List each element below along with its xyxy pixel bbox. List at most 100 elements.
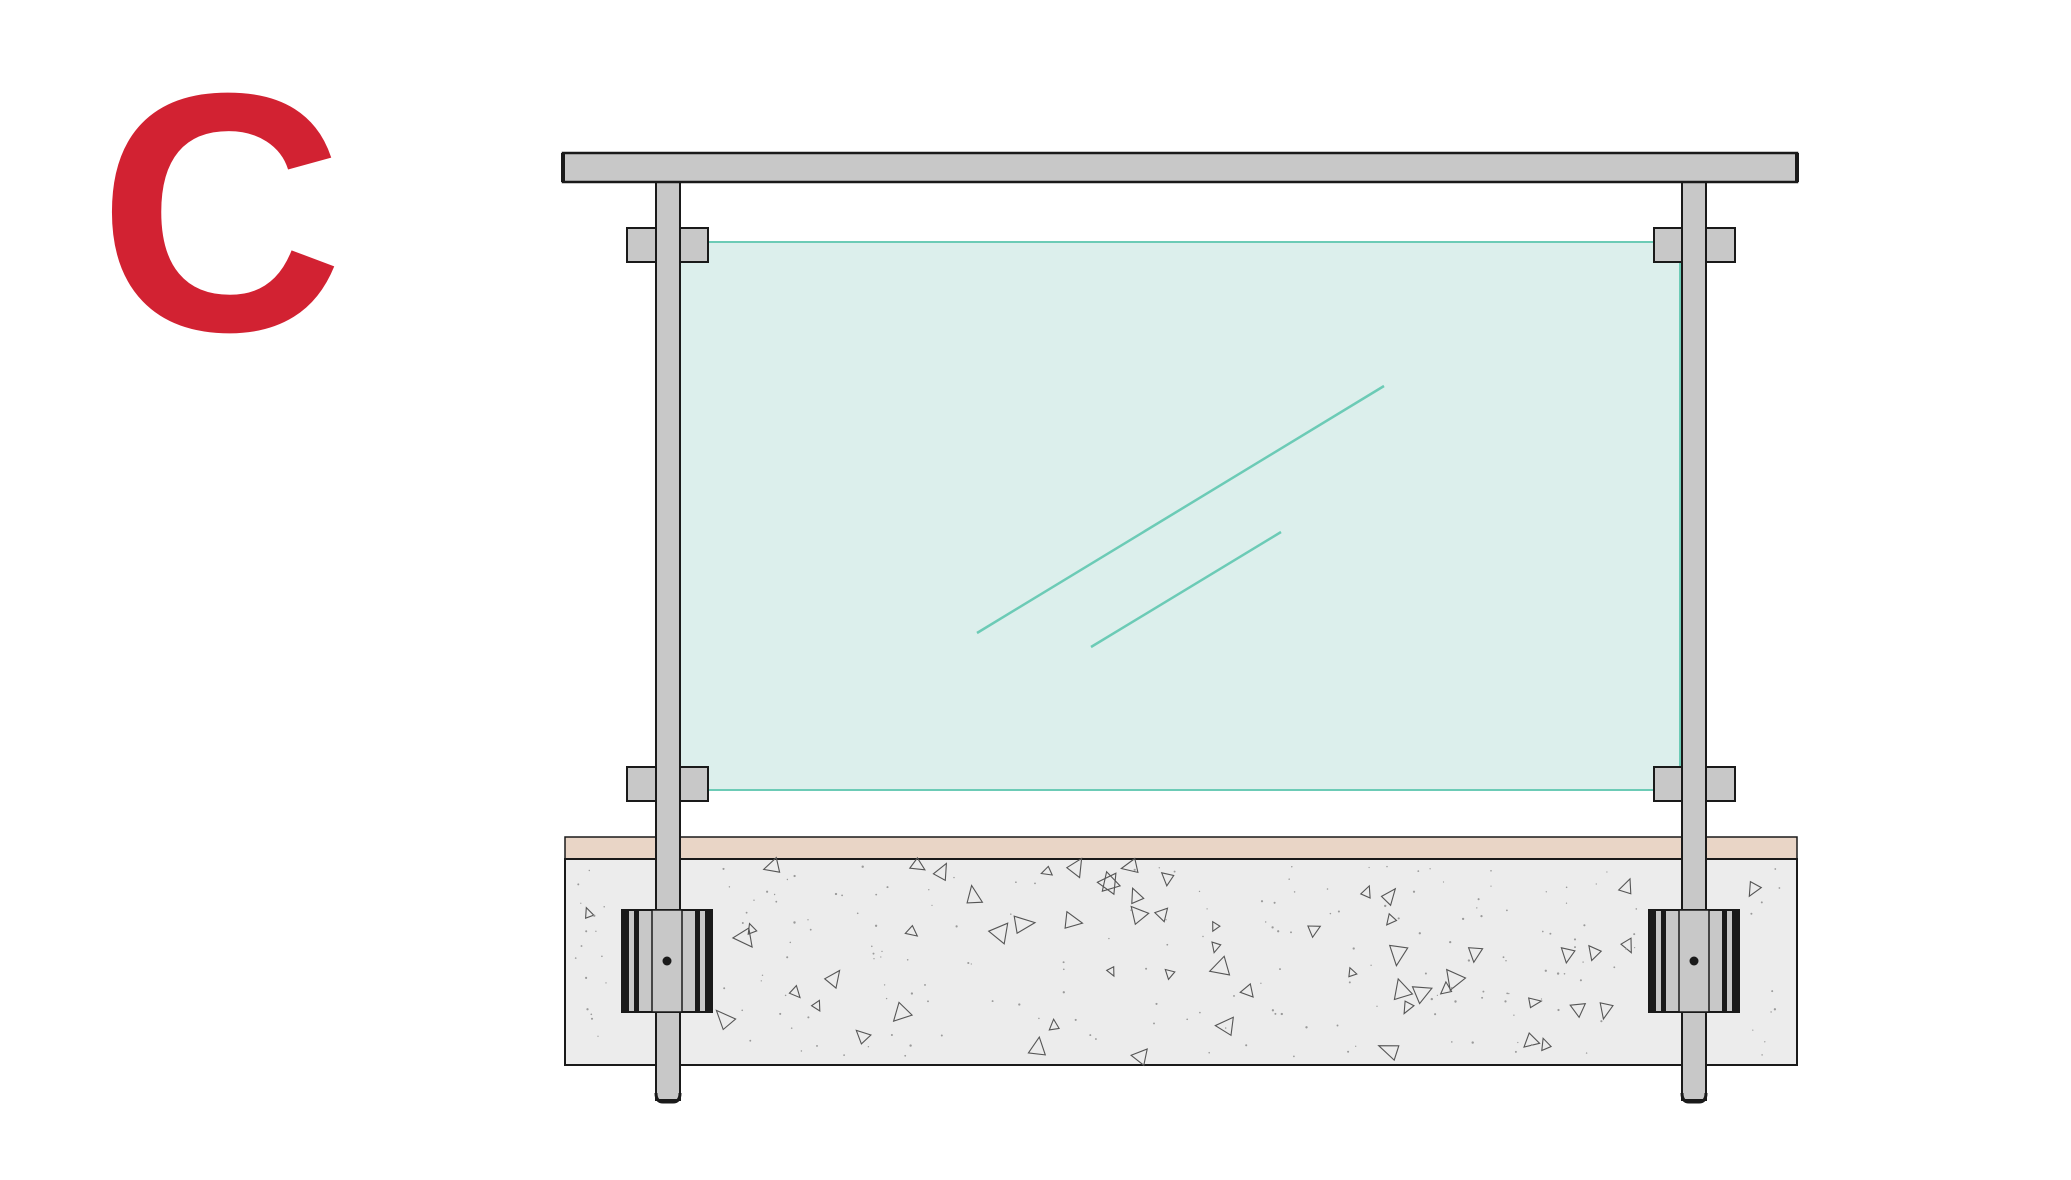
aggregate-dot — [1233, 994, 1235, 997]
glass-panel — [679, 241, 1681, 791]
aggregate-dot — [1273, 901, 1276, 904]
aggregate-dot — [1173, 870, 1176, 873]
aggregate-dot — [1449, 940, 1452, 944]
aggregate-dot — [775, 900, 778, 903]
aggregate-dot — [793, 874, 796, 878]
aggregate-dot — [1476, 907, 1478, 909]
aggregate-triangle — [731, 927, 753, 948]
floor-finish — [564, 836, 1798, 860]
aggregate-triangle — [987, 922, 1009, 945]
aggregate-dot — [741, 1009, 744, 1012]
aggregate-dot — [1625, 948, 1628, 950]
aggregate-dot — [1778, 887, 1781, 889]
aggregate-dot — [1429, 868, 1431, 870]
aggregate-triangle — [1467, 947, 1484, 964]
aggregate-dot — [1271, 1009, 1275, 1012]
aggregate-triangle — [1528, 997, 1543, 1009]
aggregate-dot — [605, 982, 607, 984]
aggregate-dot — [834, 892, 838, 896]
aggregate-dot — [595, 930, 597, 932]
aggregate-triangle — [1096, 872, 1117, 896]
aggregate-dot — [1760, 901, 1763, 904]
aggregate-dot — [955, 925, 958, 928]
aggregate-dot — [601, 955, 603, 958]
aggregate-dot — [867, 1046, 870, 1048]
aggregate-dot — [883, 984, 886, 986]
aggregate-dot — [1579, 979, 1582, 982]
handrail — [561, 151, 1799, 184]
aggregate-dot — [1613, 966, 1616, 969]
aggregate-triangle — [1212, 920, 1221, 933]
aggregate-dot — [1015, 881, 1017, 884]
aggregate-triangle — [855, 1029, 872, 1045]
aggregate-dot — [790, 1027, 793, 1029]
aggregate-dot — [1368, 866, 1370, 869]
aggregate-triangle — [1105, 965, 1115, 978]
aggregate-dot — [753, 899, 755, 901]
aggregate-triangle — [762, 856, 781, 873]
aggregate-dot — [1549, 932, 1552, 935]
aggregate-dot — [1541, 930, 1544, 933]
aggregate-triangle — [1385, 912, 1398, 926]
aggregate-dot — [1348, 981, 1351, 984]
aggregate-dot — [1130, 909, 1132, 911]
aggregate-dot — [1010, 913, 1012, 915]
aggregate-triangle — [1393, 977, 1414, 1001]
aggregate-dot — [931, 904, 933, 907]
aggregate-dot — [890, 1033, 893, 1037]
aggregate-dot — [1461, 917, 1465, 921]
aggregate-dot — [1336, 1024, 1339, 1027]
aggregate-dot — [741, 922, 744, 924]
aggregate-triangle — [1560, 947, 1576, 965]
aggregate-dot — [1764, 1041, 1766, 1043]
aggregate-dot — [1153, 1022, 1155, 1025]
aggregate-dot — [1038, 1017, 1040, 1020]
aggregate-triangle — [1120, 857, 1139, 874]
aggregate-dot — [904, 1054, 907, 1057]
aggregate-dot — [1018, 1003, 1021, 1006]
aggregate-dot — [1606, 871, 1608, 873]
aggregate-dot — [1467, 959, 1471, 962]
aggregate-dot — [1545, 891, 1547, 893]
aggregate-triangle — [1208, 955, 1231, 976]
aggregate-triangle — [788, 984, 801, 999]
aggregate-triangle — [1211, 941, 1222, 954]
aggregate-dot — [1208, 1051, 1210, 1054]
aggregate-dot — [1490, 885, 1492, 887]
aggregate-triangle — [747, 922, 758, 936]
aggregate-dot — [1557, 1008, 1560, 1012]
aggregate-dot — [1199, 1011, 1201, 1014]
aggregate-dot — [940, 1034, 943, 1037]
aggregate-dot — [861, 865, 864, 868]
aggregate-dot — [1635, 908, 1638, 910]
aggregate-dot — [1265, 921, 1267, 923]
aggregate-triangle — [1065, 857, 1083, 879]
aggregate-dot — [807, 1016, 810, 1019]
aggregate-dot — [1513, 1014, 1515, 1016]
aggregate-triangle — [1445, 968, 1467, 992]
aggregate-dot — [1450, 1041, 1453, 1043]
aggregate-dot — [1544, 969, 1547, 972]
aggregate-dot — [1424, 972, 1427, 975]
aggregate-dot — [1505, 909, 1508, 912]
aggregate-dot — [1206, 908, 1208, 910]
aggregate-dot — [597, 1035, 599, 1037]
aggregate-dot — [1133, 868, 1136, 871]
aggregate-dot — [1337, 910, 1340, 913]
aggregate-dot — [1595, 883, 1597, 885]
aggregate-dot — [1279, 968, 1281, 971]
aggregate-dot — [1271, 926, 1274, 929]
aggregate-dot — [1565, 886, 1568, 889]
aggregate-dot — [1508, 992, 1510, 995]
aggregate-dot — [585, 930, 588, 933]
aggregate-triangle — [1617, 877, 1632, 895]
aggregate-dot — [574, 957, 577, 959]
aggregate-dot — [807, 919, 809, 921]
aggregate-dot — [1761, 1054, 1763, 1056]
aggregate-triangle — [1130, 905, 1150, 926]
aggregate-dot — [761, 974, 764, 977]
aggregate-dot — [1089, 1034, 1092, 1037]
aggregate-dot — [1574, 946, 1576, 949]
aggregate-dot — [816, 1044, 818, 1047]
aggregate-dot — [1504, 1000, 1507, 1003]
